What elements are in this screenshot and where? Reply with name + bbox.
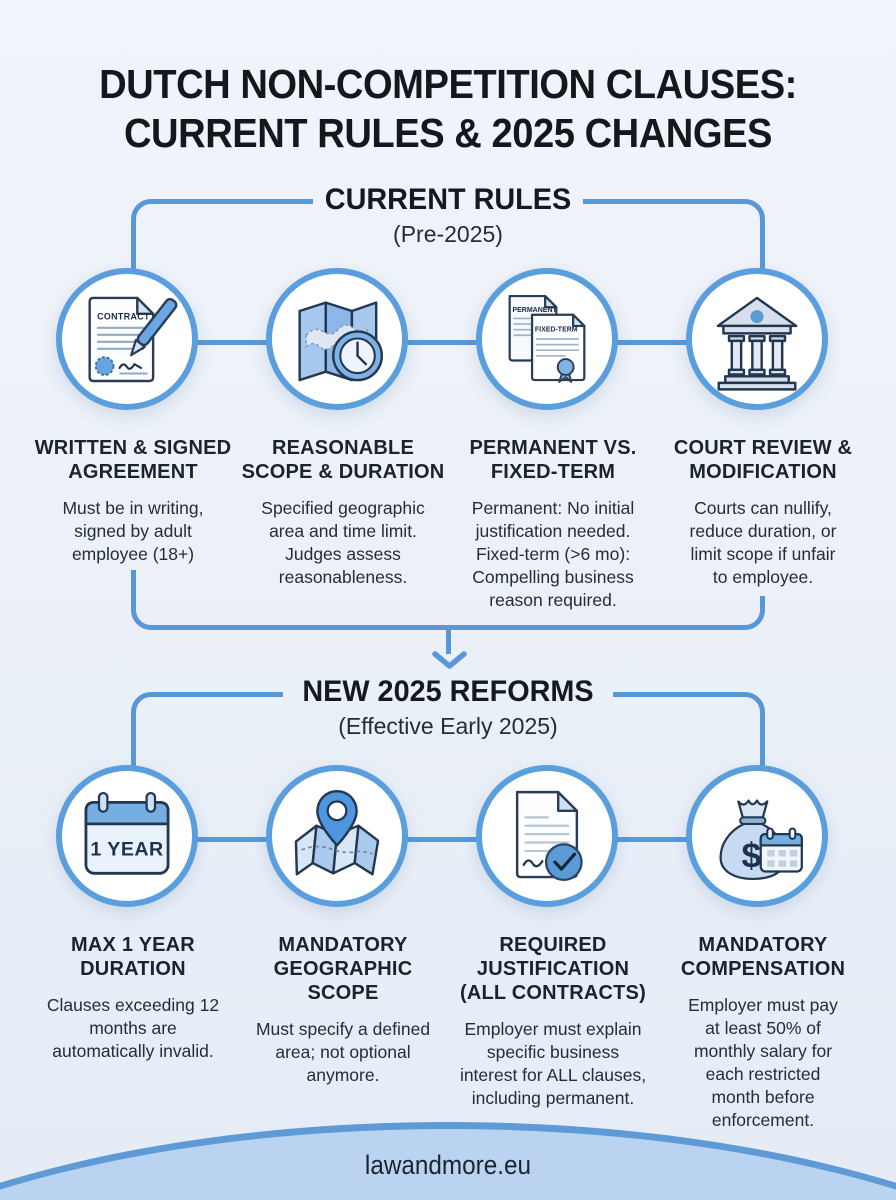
courthouse-icon: [716, 296, 798, 391]
item-heading: MANDATORY GEOGRAPHIC SCOPE: [273, 934, 413, 1004]
item-body: Employer must explain specific business …: [459, 1019, 647, 1108]
permanent-vs-fixed-docs-icon: PERMANENT FIXED-TERM: [508, 294, 586, 383]
item-heading: MAX 1 YEAR DURATION: [71, 934, 195, 980]
icon-circle-money: $: [686, 765, 828, 907]
item-body: Must specify a defined area; not optiona…: [255, 1019, 431, 1085]
back-doc-label: PERMANENT: [512, 307, 557, 314]
document-check-icon: [515, 790, 583, 881]
item-body: Clauses exceeding 12 months are automati…: [46, 995, 220, 1061]
money-bag-calendar-icon: $: [719, 799, 803, 881]
map-pin-icon: [294, 789, 380, 876]
item-required-justification: REQUIRED JUSTIFICATION (ALL CONTRACTS) E…: [443, 933, 663, 1110]
item-permanent-vs-fixed: PERMANENT VS. FIXED-TERM Permanent: No i…: [443, 436, 663, 612]
section-2-subtitle: (Effective Early 2025): [338, 713, 558, 739]
icon-circle-courthouse: [686, 268, 828, 410]
item-heading: MANDATORY COMPENSATION: [680, 934, 846, 980]
item-heading: REASONABLE SCOPE & DURATION: [241, 437, 445, 483]
item-body: Employer must pay at least 50% of monthl…: [688, 995, 838, 1130]
item-written-signed: WRITTEN & SIGNED AGREEMENT Must be in wr…: [23, 436, 243, 566]
item-reasonable-scope: REASONABLE SCOPE & DURATION Specified ge…: [233, 436, 453, 589]
item-max-duration: MAX 1 YEAR DURATION Clauses exceeding 12…: [23, 933, 243, 1063]
item-heading: PERMANENT VS. FIXED-TERM: [469, 437, 637, 483]
icon-circle-contract: CONTRACT: [56, 268, 198, 410]
footer-site-name: lawandmore.eu: [364, 1150, 532, 1180]
front-doc-label: FIXED-TERM: [535, 327, 578, 334]
arrow-stem: [446, 628, 451, 654]
bracket-line: [583, 199, 765, 269]
calendar-one-year-icon: 1 YEAR: [84, 791, 170, 875]
down-arrow-icon: [432, 651, 467, 669]
connector-line: [133, 837, 763, 842]
item-heading: REQUIRED JUSTIFICATION (ALL CONTRACTS): [460, 934, 646, 1004]
section-2-title: NEW 2025 REFORMS: [302, 675, 594, 708]
icon-circle-calendar: 1 YEAR: [56, 765, 198, 907]
connector-line: [133, 340, 763, 345]
section-1-subtitle: (Pre-2025): [393, 221, 503, 247]
icon-circle-map-clock: [266, 268, 408, 410]
bracket-line: [448, 596, 765, 630]
icon-circle-docs-compare: PERMANENT FIXED-TERM: [476, 268, 618, 410]
page-title: DUTCH NON-COMPETITION CLAUSES: CURRENT R…: [99, 61, 797, 157]
icon-circle-map-pin: [266, 765, 408, 907]
section-1-title: CURRENT RULES: [324, 183, 572, 216]
map-clock-icon: [298, 301, 384, 382]
contract-signed-icon: CONTRACT: [88, 296, 178, 383]
bracket-line: [131, 199, 313, 269]
item-mandatory-compensation: MANDATORY COMPENSATION Employer must pay…: [653, 933, 873, 1132]
bracket-line: [131, 570, 448, 630]
item-body: Permanent: No initial justification need…: [471, 498, 635, 610]
dollar-label: $: [742, 836, 762, 876]
item-court-review: COURT REVIEW & MODIFICATION Courts can n…: [653, 436, 873, 589]
item-heading: COURT REVIEW & MODIFICATION: [673, 437, 853, 483]
icon-circle-doc-check: [476, 765, 618, 907]
item-body: Must be in writing, signed by adult empl…: [62, 498, 204, 564]
bracket-line: [131, 692, 283, 766]
contract-label: CONTRACT: [97, 311, 150, 321]
item-body: Specified geographic area and time limit…: [261, 498, 425, 587]
calendar-label: 1 YEAR: [90, 839, 163, 861]
item-body: Courts can nullify, reduce duration, or …: [689, 498, 837, 587]
item-geographic-scope: MANDATORY GEOGRAPHIC SCOPE Must specify …: [233, 933, 453, 1087]
item-heading: WRITTEN & SIGNED AGREEMENT: [34, 437, 232, 483]
bracket-line: [613, 692, 765, 766]
